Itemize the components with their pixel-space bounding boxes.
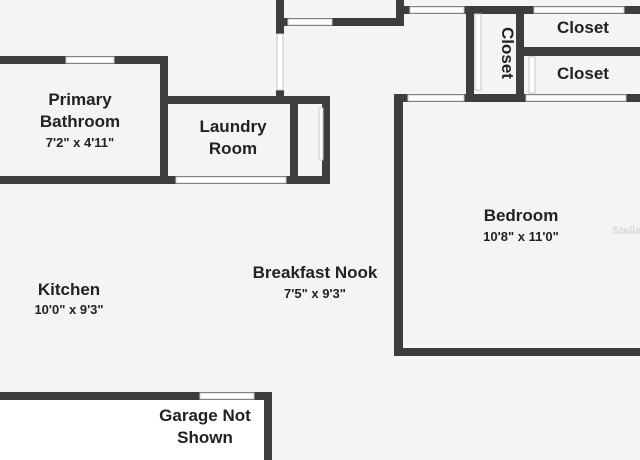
wall — [290, 96, 298, 184]
door-opening — [318, 107, 324, 161]
wall — [394, 348, 640, 356]
wall — [394, 94, 640, 102]
wall — [276, 0, 284, 28]
closet-top-name: Closet — [557, 18, 609, 37]
primary-bathroom-name-line1: Primary — [48, 90, 112, 109]
door-opening — [199, 392, 255, 400]
closet-vertical-name: Closet — [498, 27, 517, 79]
wall — [394, 94, 403, 356]
door-opening — [287, 18, 333, 26]
primary-bathroom-name-line2: Bathroom — [40, 112, 120, 131]
wall — [322, 96, 330, 184]
garage-name-line1: Garage Not — [159, 406, 251, 425]
wall — [276, 18, 404, 26]
door-opening — [175, 176, 287, 184]
wall — [276, 28, 284, 34]
garage-name-line2: Shown — [177, 428, 233, 447]
wall — [524, 47, 640, 56]
laundry-name-line1: Laundry — [199, 117, 267, 136]
wall — [516, 6, 524, 102]
wall — [0, 392, 272, 400]
primary-bathroom-dims: 7'2" x 4'11" — [46, 135, 114, 150]
bedroom-dims: 10'8" x 11'0" — [483, 229, 559, 244]
wall — [276, 90, 284, 100]
door-opening — [276, 33, 284, 91]
door-opening — [409, 6, 465, 14]
door-opening — [533, 6, 625, 14]
openings — [65, 6, 627, 400]
wall — [466, 6, 474, 102]
wall — [0, 176, 330, 184]
door-opening — [407, 94, 465, 102]
closet-mid-name: Closet — [557, 64, 609, 83]
wall — [166, 96, 330, 104]
watermark-text: Stella — [612, 225, 640, 237]
door-opening — [65, 56, 115, 64]
wall — [264, 392, 272, 460]
garage-area — [0, 398, 268, 460]
kitchen-name: Kitchen — [38, 280, 100, 299]
breakfast-nook-name: Breakfast Nook — [253, 263, 378, 282]
door-opening — [525, 94, 627, 102]
door-opening — [474, 13, 482, 91]
wall — [160, 56, 168, 184]
door-opening — [528, 56, 536, 94]
bedroom-name: Bedroom — [484, 206, 559, 225]
kitchen-dims: 10'0" x 9'3" — [34, 302, 103, 317]
laundry-name-line2: Room — [209, 139, 257, 158]
breakfast-nook-dims: 7'5" x 9'3" — [284, 286, 346, 301]
